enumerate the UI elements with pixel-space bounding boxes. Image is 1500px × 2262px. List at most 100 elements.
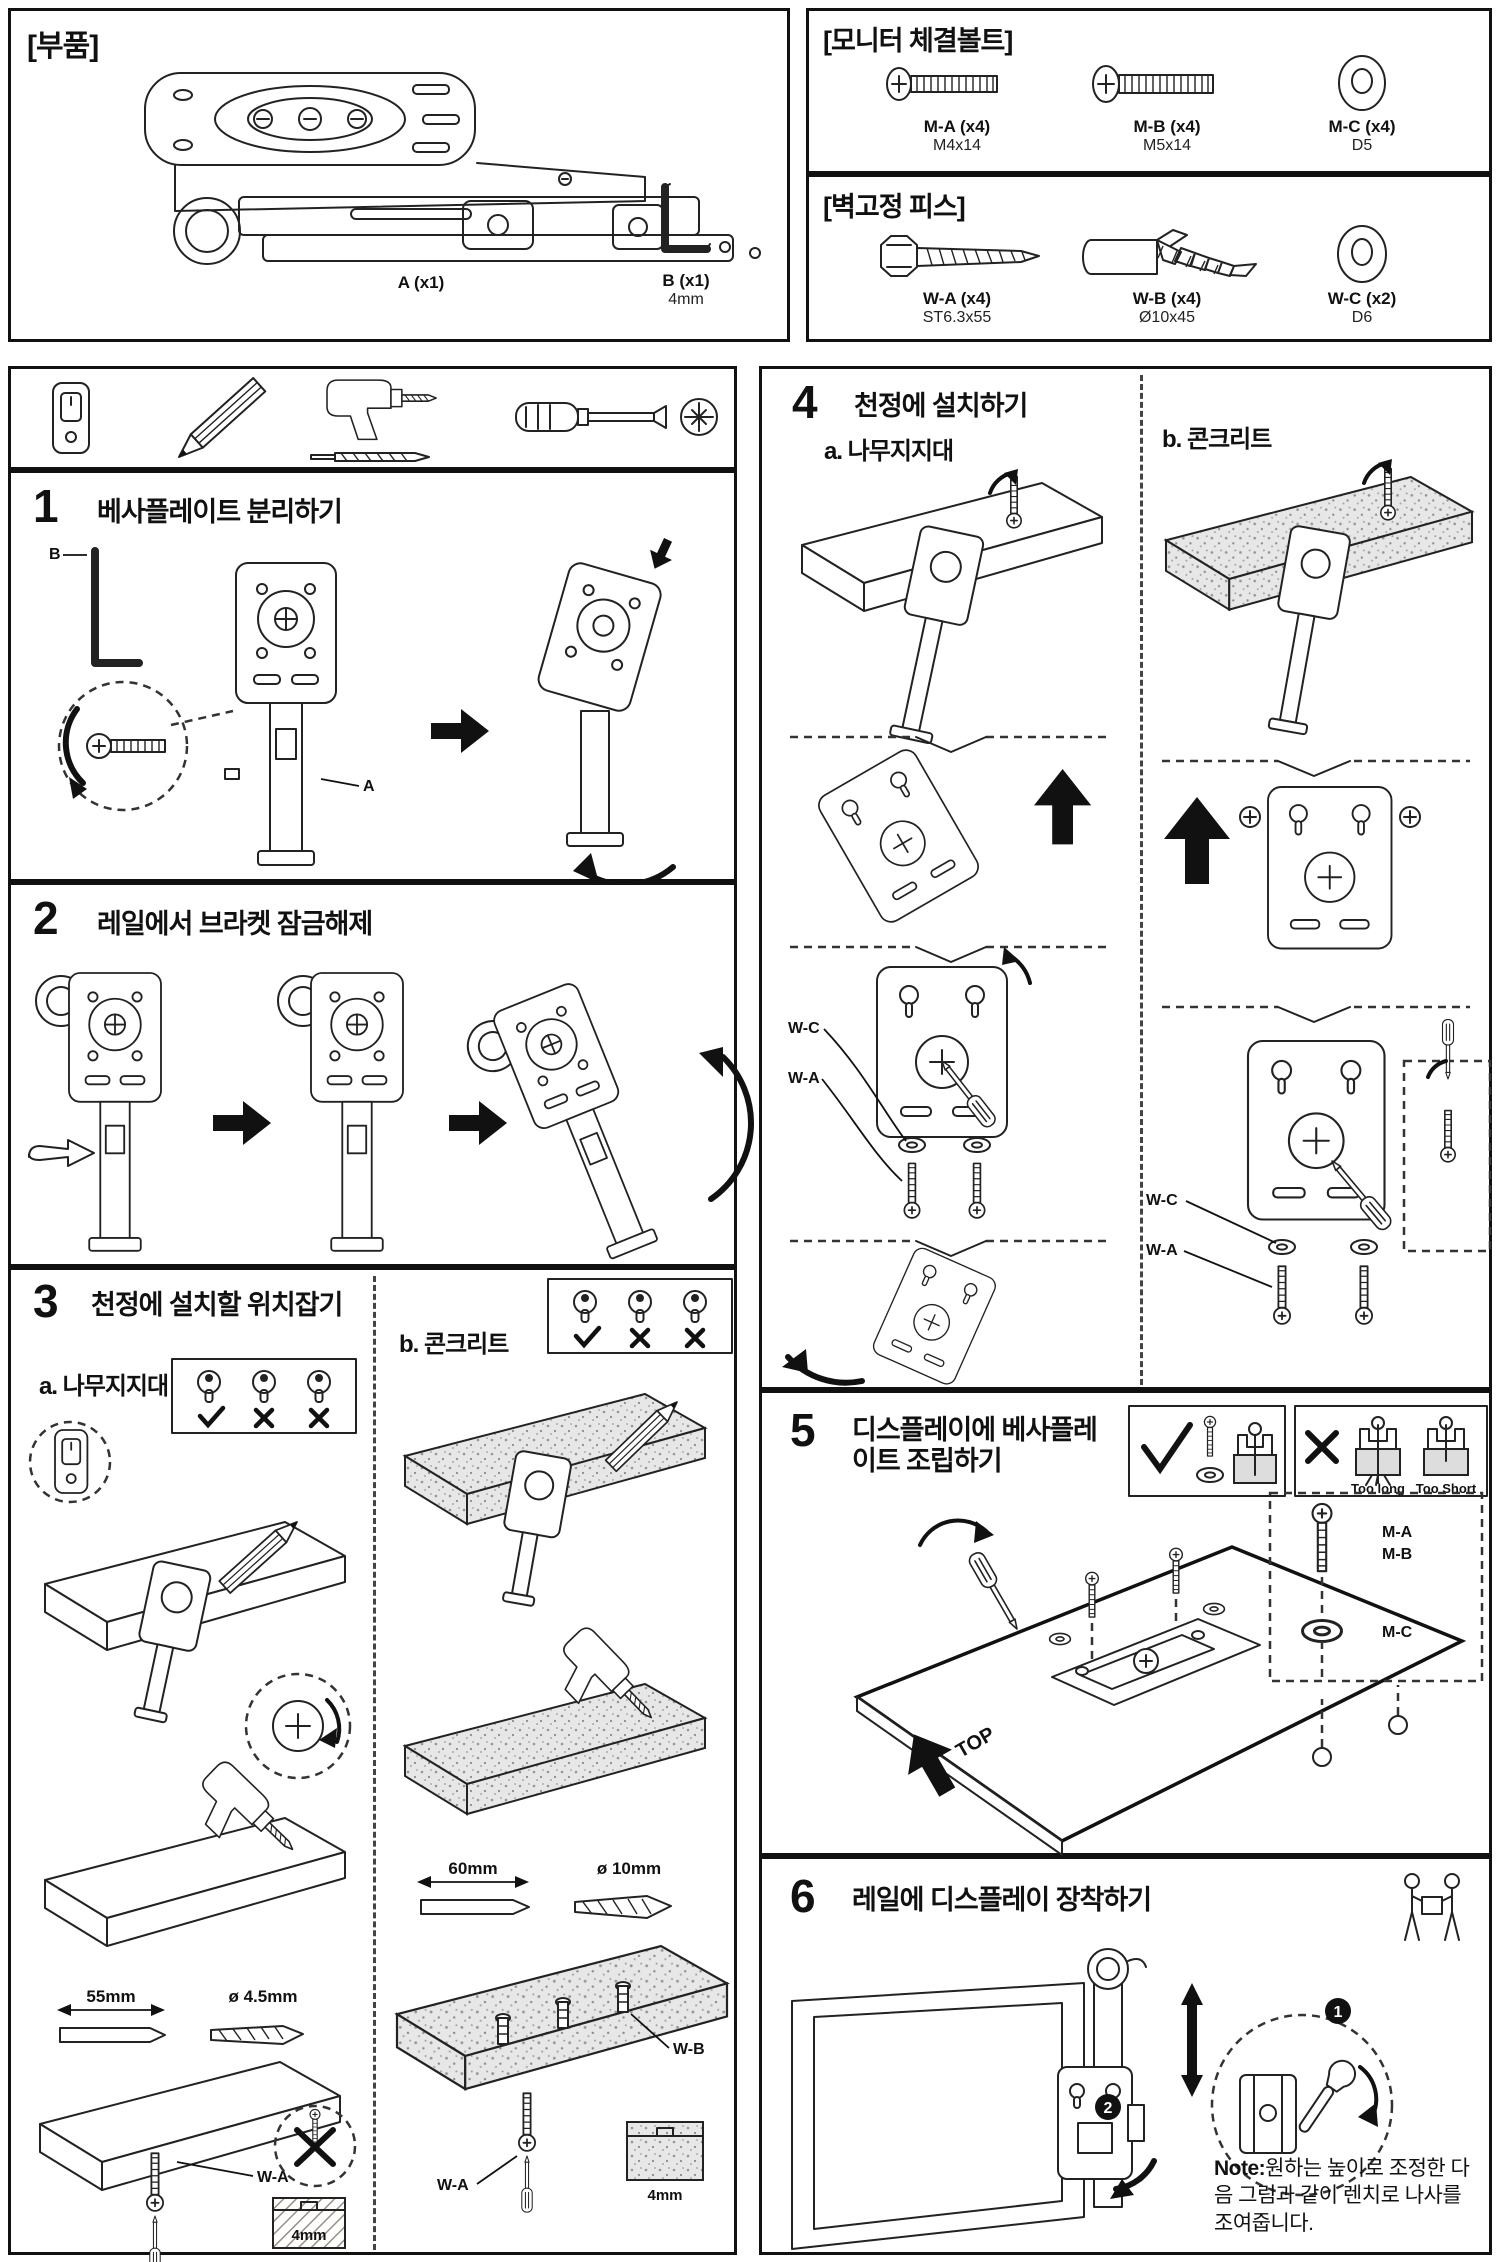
wall-pieces-box: [벽고정 피스] W-A (x4) ST6.3x55 W-B (x4) Ø10x…	[806, 174, 1492, 342]
wood-board	[39, 2061, 341, 2191]
screw-detail-box	[1402, 1019, 1492, 1253]
depth-detail: 4mm	[272, 2197, 346, 2249]
wa-label: W-A	[1146, 1242, 1178, 1259]
badge-2-number: 2	[1104, 2100, 1113, 2117]
vesa-plate-on-rail	[1057, 2066, 1145, 2180]
wrench-detail-circle	[1210, 2013, 1394, 2197]
screwdriver-icon	[966, 1549, 1025, 1634]
anchor-wb-icon	[1082, 229, 1257, 277]
next-arrow-icon	[213, 1101, 271, 1145]
part-wc-cell: W-C (x2) D6	[1282, 289, 1442, 327]
badge-1: 1	[1325, 1998, 1351, 2024]
screwdriver-icon	[515, 402, 667, 432]
part-wa-spec: ST6.3x55	[922, 309, 992, 326]
ceiling-plate	[1246, 1039, 1386, 1221]
depth-detail: 4mm	[626, 2121, 704, 2204]
screw-wa-icon	[880, 235, 1040, 277]
bracket-front	[235, 562, 337, 866]
wa-label: W-A	[788, 1070, 820, 1087]
part-wa-cell: W-A (x4) ST6.3x55	[867, 289, 1047, 327]
wa-label: W-A	[437, 2177, 469, 2194]
part-wb-cell: W-B (x4) Ø10x45	[1077, 289, 1257, 327]
hanging-bracket	[1267, 525, 1351, 736]
part-mb-spec: M5x14	[1142, 137, 1192, 154]
display-back	[853, 1545, 1467, 1844]
monitor-bolts-title: [모니터 체결볼트]	[823, 26, 1013, 56]
step6-box: 6 레일에 디스플레이 장착하기	[759, 1856, 1492, 2255]
flush-mount-icon	[1233, 1422, 1277, 1484]
detail-circle	[57, 680, 189, 812]
step3-number: 3	[33, 1275, 59, 1327]
step1-diagram: B A	[49, 534, 679, 888]
screw-mb-icon	[1092, 65, 1214, 103]
cross-icon	[294, 2127, 336, 2167]
wood-board	[44, 1817, 346, 1947]
too-long-icon	[1355, 1416, 1401, 1486]
part-wa-label: W-A (x4)	[923, 289, 991, 308]
vesa-plate	[1051, 1618, 1261, 1706]
latch-detail	[1239, 2074, 1297, 2154]
tools-row	[52, 377, 718, 465]
hex-key-icon	[661, 183, 711, 253]
stud-finder-detail	[28, 1420, 112, 1504]
drill-icon	[326, 379, 437, 441]
washer-wc-icon	[963, 1137, 991, 1153]
hanging-bracket	[133, 1560, 212, 1724]
screw-wa-icon	[1355, 1265, 1373, 1325]
wc-label: W-C	[1146, 1192, 1178, 1209]
swing-up-arrow	[708, 1054, 754, 1202]
part-mc-cell: M-C (x4) D5	[1282, 117, 1442, 155]
washer-wc-icon	[1337, 225, 1387, 283]
step5-number: 5	[790, 1404, 816, 1456]
step2-number: 2	[33, 892, 59, 944]
parts-box: [부품]	[8, 8, 790, 342]
phillips-icon	[680, 398, 718, 436]
step5-box: 5 디스플레이에 베사플레이트 조립하기	[759, 1390, 1492, 1856]
step6-title: 레일에 디스플레이 장착하기	[852, 1885, 1152, 1915]
step4-divider	[1140, 375, 1143, 1385]
step3b-label: b. 콘크리트	[399, 1331, 509, 1358]
part-a-cell: A (x1)	[311, 273, 531, 293]
hanging-bracket	[502, 1450, 572, 1607]
step6-number: 6	[790, 1870, 816, 1922]
screw-wa-icon	[903, 1162, 921, 1219]
warning-detail-circle	[273, 2104, 357, 2188]
hex-key-icon	[91, 547, 143, 667]
part-wc-label: W-C (x2)	[1327, 289, 1397, 308]
screws-into-plate	[1048, 1547, 1226, 1663]
part-mb-cell: M-B (x4) M5x14	[1077, 117, 1257, 155]
height-adjust-arrow	[1181, 1983, 1203, 2097]
parts-title: [부품]	[27, 30, 99, 63]
next-arrow-icon	[449, 1101, 507, 1145]
mount-assembly-drawing	[144, 72, 761, 265]
bracket-unlocked	[277, 972, 404, 1252]
step1-title: 베사플레이트 분리하기	[97, 497, 343, 527]
step1-number: 1	[33, 480, 59, 532]
up-arrow-icon	[1034, 769, 1092, 845]
screw-wa-icon	[968, 1162, 986, 1219]
depth-label: 4mm	[647, 2187, 682, 2204]
stud-finder-icon	[52, 382, 90, 454]
correct-box	[1128, 1405, 1286, 1497]
wc-label: W-C	[788, 1020, 820, 1037]
measure-55mm: 55mm	[86, 1987, 135, 2006]
display-edge	[856, 1696, 1063, 1856]
label-b: B	[49, 546, 61, 563]
two-person-lift-icon	[1404, 1873, 1460, 1941]
step4b-label: b. 콘크리트	[1162, 426, 1272, 453]
measure-row: 55mm ø 4.5mm	[57, 1987, 304, 2045]
part-ma-spec: M4x14	[932, 137, 982, 154]
step4-box: 4 천정에 설치하기 a. 나무지지대 b. 콘크리트 W-C	[759, 366, 1492, 1390]
step3-title: 천정에 설치할 위치잡기	[91, 1290, 343, 1320]
hand-icon	[28, 1139, 95, 1167]
rotate-arrow	[62, 706, 86, 786]
tools-box	[8, 366, 737, 470]
monitor-bolts-box: [모니터 체결볼트] M-A (x4) M4x14 M-B (x4) M5x14…	[806, 8, 1492, 174]
measure-4_5mm: ø 4.5mm	[229, 1987, 298, 2006]
up-arrow-icon	[1164, 797, 1230, 884]
cross-icon	[1305, 1430, 1339, 1464]
pencil-icon	[171, 377, 267, 465]
bracket-with-hand	[28, 972, 162, 1252]
part-ma-cell: M-A (x4) M4x14	[867, 117, 1047, 155]
